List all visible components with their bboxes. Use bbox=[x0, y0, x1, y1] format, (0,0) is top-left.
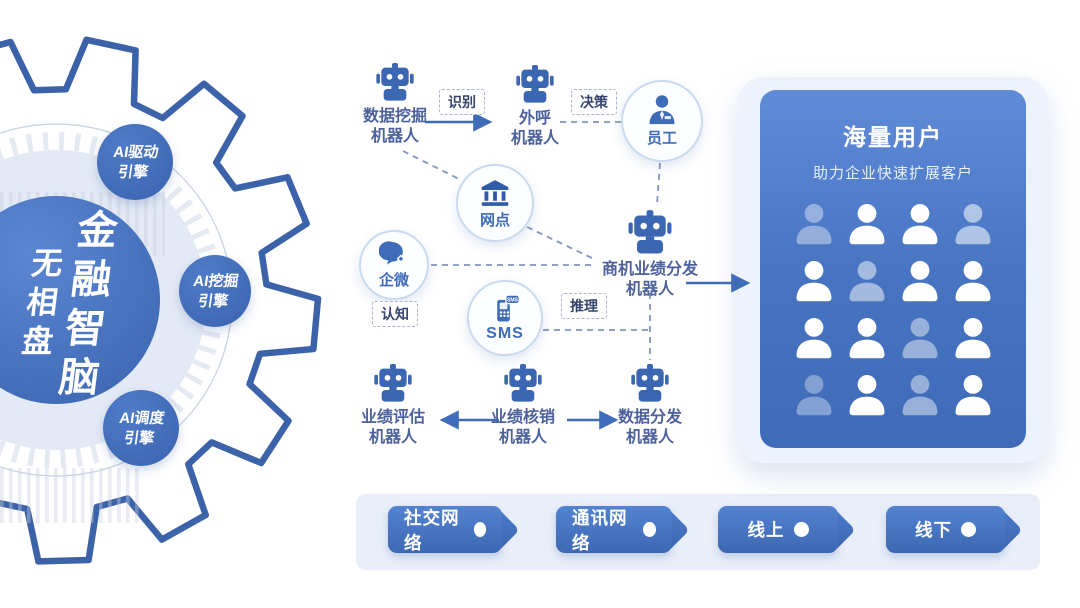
node-wecom: 企微 bbox=[359, 230, 429, 300]
bubble-label: AI挖掘 引擎 bbox=[192, 272, 241, 310]
node-data-dispatch-robot: 数据分发 机器人 bbox=[618, 363, 682, 449]
user-silhouette-icon bbox=[844, 371, 890, 417]
robot-icon bbox=[376, 63, 414, 101]
tag-dot bbox=[793, 522, 809, 537]
badge-recognition: 识别 bbox=[439, 89, 485, 115]
tag-label: 线下 bbox=[915, 520, 952, 540]
user-silhouette-icon bbox=[950, 314, 996, 360]
user-silhouette-icon bbox=[791, 257, 837, 303]
user-silhouette-icon bbox=[897, 314, 943, 360]
robot-label: 数据挖掘 机器人 bbox=[362, 108, 428, 146]
gear-watermark-bars-bottom bbox=[0, 468, 140, 523]
robot-label: 数据分发 机器人 bbox=[617, 409, 683, 447]
tag-label: 社交网络 bbox=[404, 507, 460, 553]
robot-icon bbox=[628, 210, 672, 254]
node-branch: 网点 bbox=[456, 164, 534, 242]
wecom-label: 企微 bbox=[378, 272, 409, 289]
staff-person-icon bbox=[649, 95, 675, 125]
wecom-chat-icon bbox=[379, 241, 406, 265]
tag-social-network: 社交网络 bbox=[388, 506, 520, 553]
tag-dot bbox=[473, 522, 486, 537]
robot-label: 业绩评估 机器人 bbox=[360, 409, 426, 447]
badge-decision: 决策 bbox=[571, 89, 617, 115]
mass-users-panel: 海量用户 助力企业快速扩展客户 bbox=[738, 77, 1048, 463]
tag-online: 线上 bbox=[718, 506, 856, 553]
user-silhouette-icon bbox=[897, 200, 943, 246]
mass-users-panel-inner: 海量用户 助力企业快速扩展客户 bbox=[760, 90, 1026, 448]
user-silhouette-icon bbox=[950, 257, 996, 303]
robot-label: 外呼 机器人 bbox=[510, 110, 560, 148]
tag-dot bbox=[643, 522, 656, 537]
bubble-label: AI驱动 引擎 bbox=[112, 143, 161, 181]
bubble-ai-scheduling-engine: AI调度 引擎 bbox=[103, 390, 179, 466]
node-performance-writeoff-robot: 业绩核销 机器人 bbox=[491, 363, 555, 449]
panel-title: 海量用户 bbox=[843, 124, 943, 150]
user-silhouette-icon bbox=[791, 314, 837, 360]
node-sms: SMS SMS bbox=[467, 280, 543, 356]
user-silhouette-icon bbox=[844, 200, 890, 246]
staff-label: 员工 bbox=[646, 130, 677, 147]
sms-phone-icon: SMS bbox=[497, 293, 520, 322]
node-outbound-call-robot: 外呼 机器人 bbox=[511, 64, 559, 150]
tag-label: 线上 bbox=[747, 520, 785, 540]
dashed-branch-to-dispatch bbox=[526, 226, 597, 261]
badge-cognition: 认知 bbox=[372, 301, 418, 327]
robot-label: 业绩核销 机器人 bbox=[490, 409, 556, 447]
node-opportunity-dispatch-robot: 商机业绩分发 机器人 bbox=[602, 209, 698, 301]
user-silhouette-icon bbox=[950, 200, 996, 246]
brain-disk bbox=[0, 196, 160, 404]
robot-icon bbox=[374, 364, 412, 402]
user-silhouette-icon bbox=[844, 314, 890, 360]
user-silhouette-icon bbox=[950, 371, 996, 417]
tag-dot bbox=[961, 522, 976, 537]
robot-label: 商机业绩分发 机器人 bbox=[601, 261, 699, 299]
sms-label: SMS bbox=[486, 324, 524, 342]
robot-icon bbox=[504, 364, 542, 402]
robot-icon bbox=[516, 65, 554, 103]
svg-text:SMS: SMS bbox=[507, 297, 519, 303]
user-silhouette-icon bbox=[791, 200, 837, 246]
dashed-mining-to-branch bbox=[402, 150, 460, 180]
user-grid bbox=[791, 200, 996, 417]
user-silhouette-icon bbox=[791, 371, 837, 417]
node-performance-eval-robot: 业绩评估 机器人 bbox=[361, 363, 425, 449]
node-data-mining-robot: 数据挖掘 机器人 bbox=[363, 62, 427, 148]
bubble-label: AI调度 引擎 bbox=[118, 409, 167, 447]
tag-telecom-network: 通讯网络 bbox=[556, 506, 690, 553]
bubble-ai-mining-engine: AI挖掘 引擎 bbox=[179, 255, 251, 327]
tag-offline: 线下 bbox=[886, 506, 1023, 553]
branch-label: 网点 bbox=[479, 212, 510, 229]
user-silhouette-icon bbox=[897, 257, 943, 303]
bank-icon bbox=[481, 180, 509, 206]
panel-subtitle: 助力企业快速扩展客户 bbox=[812, 165, 973, 182]
dashed-staff-to-dispatch bbox=[656, 162, 661, 205]
user-silhouette-icon bbox=[844, 257, 890, 303]
robot-icon bbox=[631, 364, 669, 402]
bubble-ai-drive-engine: AI驱动 引擎 bbox=[97, 124, 173, 200]
tag-label: 通讯网络 bbox=[572, 507, 628, 553]
node-staff: 员工 bbox=[621, 80, 703, 162]
badge-reasoning: 推理 bbox=[561, 293, 607, 319]
user-silhouette-icon bbox=[897, 371, 943, 417]
